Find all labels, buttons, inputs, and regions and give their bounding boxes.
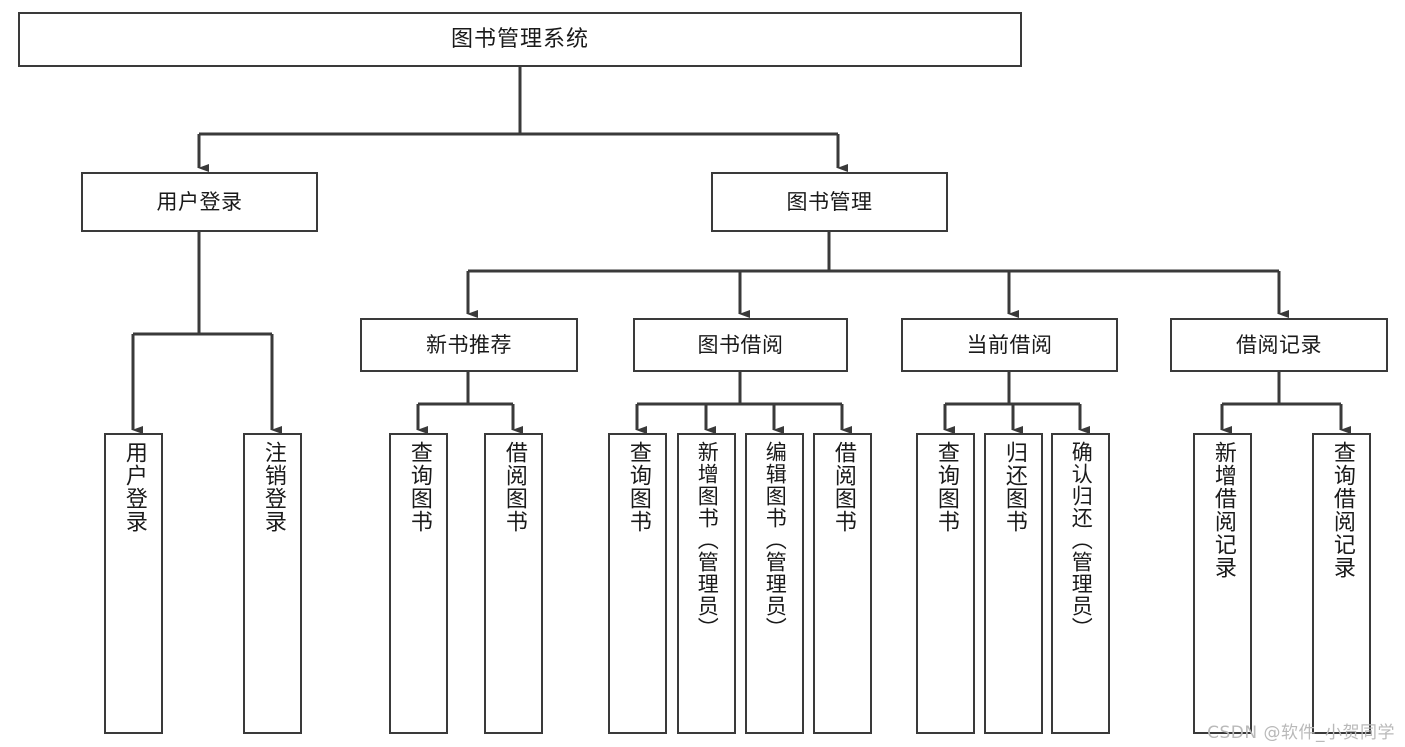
node-label: 归还图书 xyxy=(1001,441,1027,533)
node-label: 图书管理 xyxy=(786,189,873,214)
node-label: 用户登录 xyxy=(156,189,243,214)
node-label: 借阅记录 xyxy=(1236,332,1322,357)
node-label: 图书管理系统 xyxy=(450,26,589,52)
node-label: 用户登录 xyxy=(121,441,147,533)
csdn-watermark: CSDN @软件_小贺同学 xyxy=(1207,723,1395,743)
node-borrow-record[interactable]: 借阅记录 xyxy=(1170,318,1388,372)
node-label: 图书借阅 xyxy=(697,332,784,357)
node-root-book-management-system[interactable]: 图书管理系统 xyxy=(18,12,1022,67)
node-leaf-add-borrow-record[interactable]: 新增借阅记录 xyxy=(1193,433,1252,734)
node-label: 确认归还（管理员） xyxy=(1069,441,1094,639)
node-leaf-user-login[interactable]: 用户登录 xyxy=(104,433,163,734)
node-leaf-borrow-book-recommend[interactable]: 借阅图书 xyxy=(484,433,543,734)
node-leaf-confirm-return-admin[interactable]: 确认归还（管理员） xyxy=(1051,433,1110,734)
node-label: 新书推荐 xyxy=(426,332,512,357)
node-label: 查询图书 xyxy=(625,441,651,533)
node-leaf-query-book-recommend[interactable]: 查询图书 xyxy=(389,433,448,734)
node-leaf-query-book-borrow[interactable]: 查询图书 xyxy=(608,433,667,734)
node-label: 当前借阅 xyxy=(966,332,1053,357)
node-label: 编辑图书（管理员） xyxy=(763,441,788,639)
node-label: 借阅图书 xyxy=(830,441,856,533)
node-leaf-logout-login[interactable]: 注销登录 xyxy=(243,433,302,734)
node-leaf-edit-book-admin[interactable]: 编辑图书（管理员） xyxy=(745,433,804,734)
node-leaf-return-book[interactable]: 归还图书 xyxy=(984,433,1043,734)
node-label: 查询借阅记录 xyxy=(1329,441,1355,579)
node-new-book-recommend[interactable]: 新书推荐 xyxy=(360,318,578,372)
node-label: 新增图书（管理员） xyxy=(695,441,720,639)
node-leaf-query-book-current[interactable]: 查询图书 xyxy=(916,433,975,734)
node-label: 查询图书 xyxy=(933,441,959,533)
node-leaf-borrow-book[interactable]: 借阅图书 xyxy=(813,433,872,734)
node-label: 注销登录 xyxy=(260,441,286,533)
node-book-borrow[interactable]: 图书借阅 xyxy=(633,318,848,372)
node-leaf-add-book-admin[interactable]: 新增图书（管理员） xyxy=(677,433,736,734)
node-label: 借阅图书 xyxy=(501,441,527,533)
node-current-borrow[interactable]: 当前借阅 xyxy=(901,318,1118,372)
node-label: 新增借阅记录 xyxy=(1210,441,1236,579)
node-label: 查询图书 xyxy=(406,441,432,533)
node-user-login[interactable]: 用户登录 xyxy=(81,172,318,232)
node-book-management[interactable]: 图书管理 xyxy=(711,172,948,232)
node-leaf-query-borrow-record[interactable]: 查询借阅记录 xyxy=(1312,433,1371,734)
